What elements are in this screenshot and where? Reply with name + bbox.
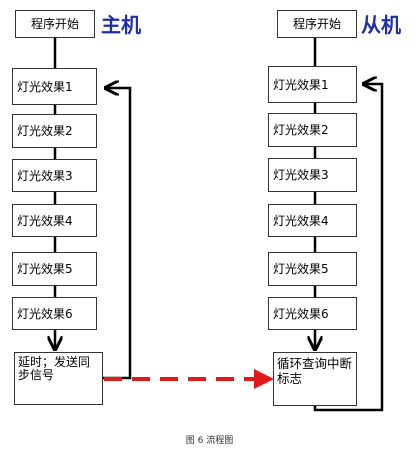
slave-step-5: 灯光效果5 xyxy=(268,252,357,286)
master-step-4: 灯光效果4 xyxy=(12,204,97,237)
master-step-1: 灯光效果1 xyxy=(12,68,97,105)
slave-step-label: 灯光效果5 xyxy=(273,262,329,276)
slave-start-label: 程序开始 xyxy=(292,17,341,31)
slave-step-1: 灯光效果1 xyxy=(268,66,357,103)
slave-step-label: 灯光效果2 xyxy=(273,123,329,137)
master-step-label: 灯光效果3 xyxy=(17,168,73,183)
master-step-label: 灯光效果2 xyxy=(17,124,73,138)
slave-title: 从机 xyxy=(361,13,401,37)
slave-step-label: 灯光效果3 xyxy=(273,168,329,182)
slave-step-4: 灯光效果4 xyxy=(268,204,357,237)
slave-final-label: 循环查询中断标志 xyxy=(277,356,353,386)
master-title: 主机 xyxy=(101,13,141,37)
slave-step-label: 灯光效果1 xyxy=(273,77,329,92)
master-step-label: 灯光效果6 xyxy=(17,306,73,321)
master-final-box: 延时；发送同步信号 xyxy=(14,352,103,405)
master-step-2: 灯光效果2 xyxy=(12,114,97,148)
slave-connectors xyxy=(313,38,384,412)
slave-step-label: 灯光效果4 xyxy=(273,213,329,228)
master-step-3: 灯光效果3 xyxy=(12,159,97,192)
slave-final-box: 循环查询中断标志 xyxy=(273,352,357,406)
figure-caption: 图 6 流程图 xyxy=(185,436,234,446)
master-step-label: 灯光效果5 xyxy=(17,262,73,276)
master-step-6: 灯光效果6 xyxy=(12,297,97,330)
master-start-label: 程序开始 xyxy=(30,17,79,31)
slave-start-box: 程序开始 xyxy=(277,10,357,38)
slave-step-3: 灯光效果3 xyxy=(268,158,357,192)
master-step-5: 灯光效果5 xyxy=(12,252,97,286)
master-step-label: 灯光效果1 xyxy=(17,79,73,94)
master-step-label: 灯光效果4 xyxy=(17,213,73,228)
slave-loop-arrow xyxy=(313,84,384,412)
slave-step-label: 灯光效果6 xyxy=(273,306,329,321)
master-start-box: 程序开始 xyxy=(15,10,95,38)
master-final-label: 延时；发送同步信号 xyxy=(18,355,91,382)
slave-step-2: 灯光效果2 xyxy=(268,113,357,147)
slave-step-6: 灯光效果6 xyxy=(268,297,357,330)
master-loop-arrow xyxy=(103,88,132,380)
